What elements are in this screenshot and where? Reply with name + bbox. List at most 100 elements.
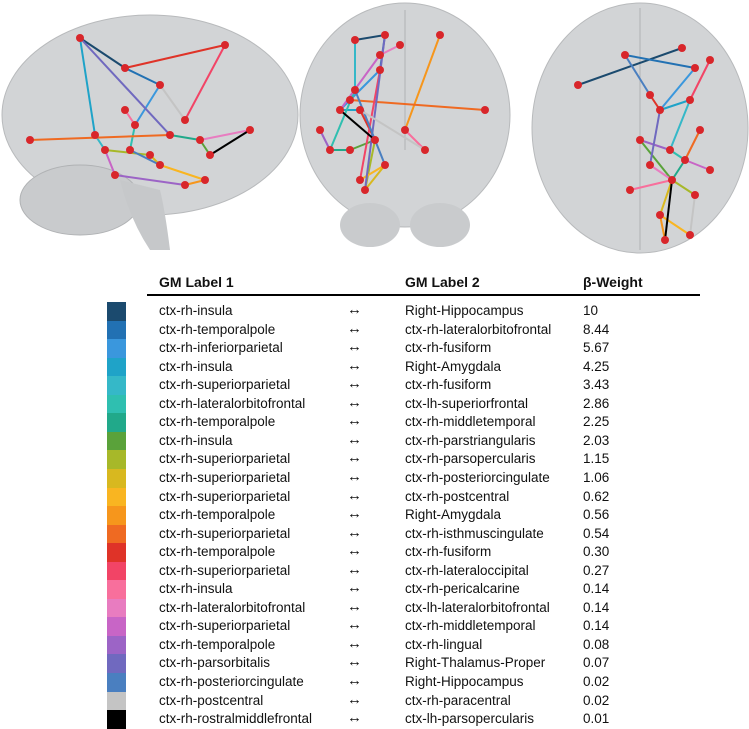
header-beta-weight: β-Weight [583,274,643,290]
connection-line [404,34,441,131]
color-swatch [107,561,126,581]
gm-label-1: ctx-rh-insula [159,581,233,597]
region-node [696,126,704,134]
header-rule [147,294,700,296]
bidirectional-arrow-icon: ↔ [347,430,362,448]
table-row: ctx-rh-superiorparietal ↔ ctx-rh-lateral… [0,561,749,581]
bidirectional-arrow-icon: ↔ [347,690,362,708]
connection-line [624,54,651,96]
table-row: ctx-rh-superiorparietal ↔ ctx-rh-postcen… [0,487,749,507]
gm-label-2: ctx-rh-paracentral [405,692,511,708]
gm-label-2: Right-Hippocampus [405,303,524,318]
brain-lateral-view [1,14,299,250]
connection-line [79,37,126,69]
table-row: ctx-rh-temporalpole ↔ ctx-rh-fusiform 0.… [0,542,749,562]
beta-weight: 10 [583,303,599,318]
gm-label-2: ctx-rh-lateraloccipital [405,562,529,578]
table-row: ctx-rh-temporalpole ↔ ctx-rh-lingual 0.0… [0,635,749,655]
region-node [626,186,634,194]
beta-weight: 0.27 [583,562,610,578]
connection-line [649,109,661,166]
table-row: ctx-rh-insula ↔ ctx-rh-pericalcarine 0.1… [0,579,749,599]
region-node [678,44,686,52]
gm-label-1: ctx-rh-parsorbitalis [159,655,271,671]
table-row: ctx-rh-superiorparietal ↔ ctx-rh-isthmus… [0,523,749,544]
gm-label-1: ctx-rh-superiorparietal [159,562,291,578]
color-swatch [107,543,126,562]
gm-label-2: ctx-rh-middletemporal [405,618,536,634]
region-node [346,96,354,104]
frontal-connections [316,31,489,194]
connection-line [354,34,386,41]
connection-line [79,37,171,136]
connection-line [624,54,696,69]
beta-weight: 0.14 [583,599,610,615]
connection-line [209,129,251,156]
gm-label-2: ctx-rh-lateralorbitofrontal [405,321,552,337]
region-node [686,231,694,239]
gm-label-2: ctx-rh-fusiform [405,544,492,560]
gm-label-2: ctx-rh-lingual [405,636,483,652]
region-node [681,156,689,164]
region-node [121,106,129,114]
gm-label-2: ctx-rh-middletemporal [405,414,536,430]
color-swatch [107,710,126,729]
region-node [111,171,119,179]
connection-line [684,159,711,171]
connection-line [659,179,673,216]
region-node [481,106,489,114]
beta-weight: 1.15 [583,451,610,467]
bidirectional-arrow-icon: ↔ [347,542,362,560]
beta-weight: 2.03 [583,432,610,448]
lateral-connections [26,34,254,189]
table-row: ctx-rh-lateralorbitofrontal ↔ ctx-lh-sup… [0,394,749,414]
beta-weight: 1.06 [583,469,610,485]
table-row: ctx-rh-superiorparietal ↔ ctx-rh-parsope… [0,449,749,469]
brain-frontal-view [299,2,511,247]
region-node [646,161,654,169]
region-node [91,131,99,139]
region-node [646,91,654,99]
beta-weight: 0.56 [583,507,610,523]
table-row: ctx-rh-temporalpole ↔ ctx-rh-middletempo… [0,412,749,432]
region-node [656,211,664,219]
gm-label-2: ctx-rh-postcentral [405,488,510,504]
connection-line [684,129,701,161]
bidirectional-arrow-icon: ↔ [347,672,362,689]
gm-label-1: ctx-rh-temporalpole [159,414,276,430]
color-swatch [107,617,126,636]
beta-weight: 4.25 [583,358,610,374]
connection-line [671,179,696,196]
connection-line [404,129,426,151]
table-row: ctx-rh-superiorparietal ↔ ctx-rh-middlet… [0,616,749,636]
connection-line [359,109,426,151]
table-row: ctx-rh-temporalpole ↔ ctx-rh-lateralorbi… [0,320,749,340]
bidirectional-arrow-icon: ↔ [347,653,362,671]
beta-weight: 0.07 [583,655,610,671]
region-node [376,66,384,74]
bidirectional-arrow-icon: ↔ [347,356,362,374]
connection-line [669,99,691,151]
color-swatch [107,506,126,525]
region-node [156,161,164,169]
table-row: ctx-rh-temporalpole ↔ Right-Amygdala 0.5… [0,505,749,525]
table-row: ctx-rh-lateralorbitofrontal ↔ ctx-lh-lat… [0,598,749,618]
connection-line [364,34,386,191]
connection-line [339,109,376,141]
color-swatch [107,413,126,432]
gm-label-1: ctx-rh-superiorparietal [159,488,291,504]
connection-line [339,69,381,111]
region-node [336,106,344,114]
beta-weight: 0.02 [583,692,610,708]
beta-weight: 0.30 [583,544,610,560]
region-node [76,34,84,42]
connection-line [159,164,206,181]
region-node [666,146,674,154]
bidirectional-arrow-icon: ↔ [347,523,362,541]
region-node [381,161,389,169]
region-node [636,136,644,144]
region-node [668,176,676,184]
region-node [371,136,379,144]
connection-line [129,124,136,151]
table-row: ctx-rh-parsorbitalis ↔ Right-Thalamus-Pr… [0,653,749,674]
